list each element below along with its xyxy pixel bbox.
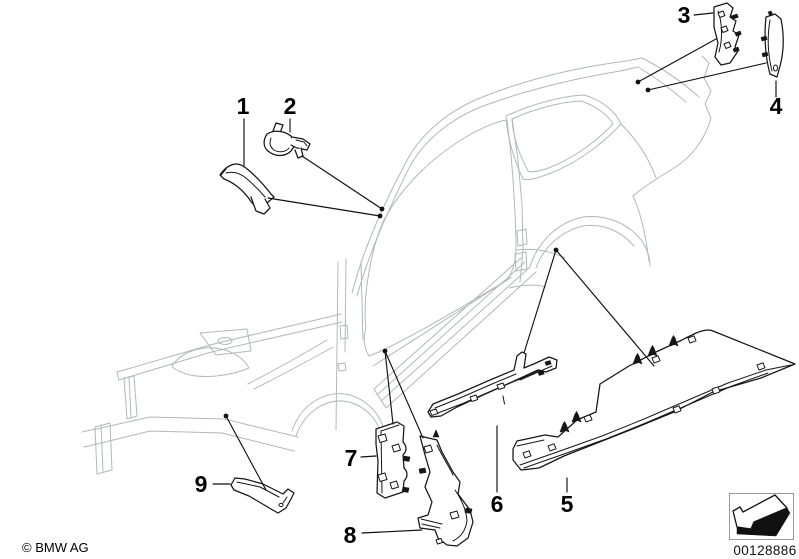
part-8-shape[interactable] bbox=[417, 429, 474, 547]
callout-label-3[interactable]: 3 bbox=[678, 2, 691, 28]
part-2-shape[interactable] bbox=[263, 122, 311, 159]
car-body-drawing bbox=[81, 55, 712, 475]
callout-label-7[interactable]: 7 bbox=[345, 445, 358, 471]
part-4-shape[interactable] bbox=[760, 10, 784, 78]
part-6-shape[interactable] bbox=[427, 351, 558, 418]
part-7-shape[interactable] bbox=[375, 421, 411, 499]
part-1-shape[interactable] bbox=[219, 163, 275, 215]
callout-label-1[interactable]: 1 bbox=[237, 93, 250, 119]
copyright-text: © BMW AG bbox=[22, 540, 89, 555]
part-3-shape[interactable] bbox=[713, 2, 742, 66]
direction-arrow-icon bbox=[729, 493, 794, 540]
callout-label-5[interactable]: 5 bbox=[561, 491, 574, 517]
callout-leader-lines bbox=[212, 12, 777, 534]
part-5-shape[interactable] bbox=[512, 329, 796, 471]
callout-label-2[interactable]: 2 bbox=[284, 93, 297, 119]
callout-label-8[interactable]: 8 bbox=[344, 522, 357, 548]
callout-label-4[interactable]: 4 bbox=[770, 93, 783, 119]
diagram-code: 00128886 bbox=[733, 543, 796, 558]
callout-label-6[interactable]: 6 bbox=[491, 491, 504, 517]
part-9-shape[interactable] bbox=[230, 477, 295, 514]
callout-label-9[interactable]: 9 bbox=[195, 471, 208, 497]
